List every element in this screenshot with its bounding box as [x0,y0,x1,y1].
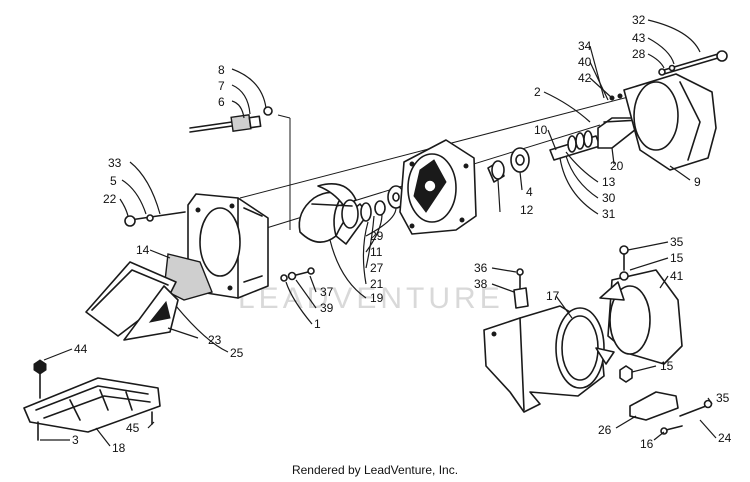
callout-12: 12 [520,203,534,217]
callout-20: 20 [610,159,624,173]
callout-22: 22 [103,192,117,206]
hardware-15-lower [619,365,633,383]
callout-23: 23 [208,333,222,347]
callout-25: 25 [230,346,244,360]
callout-30: 30 [602,191,616,205]
callout-4: 4 [526,185,533,199]
callout-27: 27 [370,261,384,275]
hardware-36-38 [513,268,529,309]
callout-39: 39 [320,301,334,315]
callout-5: 5 [110,174,117,188]
long-bolt-part [658,50,728,76]
nozzle-housing-part [609,73,717,171]
callout-38: 38 [474,277,488,291]
callout-13: 13 [602,175,616,189]
pump-housing-part [399,139,477,235]
callout-36: 36 [474,261,488,275]
callout-16: 16 [640,437,654,451]
callout-29: 29 [370,229,384,243]
footer-credit: Rendered by LeadVenture, Inc. [291,463,459,477]
impeller-part [298,183,369,245]
callout-9: 9 [694,175,701,189]
callout-35-top: 35 [670,235,684,249]
callout-44: 44 [74,342,88,356]
bolt-washer-part [280,267,315,282]
callout-21: 21 [370,277,384,291]
callout-18: 18 [112,441,126,455]
callout-40: 40 [578,55,592,69]
ride-plate-part [23,359,161,441]
bearing-parts [487,147,530,183]
callout-41: 41 [670,269,684,283]
callout-8: 8 [218,63,225,77]
callout-31: 31 [602,207,616,221]
callout-28: 28 [632,47,646,61]
callout-7: 7 [218,79,225,93]
steering-nozzle-part [595,269,683,365]
callout-labels: 8 7 6 33 5 22 14 23 25 44 3 18 45 37 39 … [72,13,732,455]
callout-17: 17 [546,289,560,303]
callout-45: 45 [126,421,140,435]
callout-10: 10 [534,123,548,137]
callout-11: 11 [370,245,383,259]
leader-lines [40,19,717,447]
tie-bracket-part [629,391,713,435]
callout-2: 2 [534,85,541,99]
callout-15-lower: 15 [660,359,674,373]
watermark-text: LEADVENTURE [238,282,504,315]
pickup-cable-part [189,106,273,133]
callout-24: 24 [718,431,732,445]
callout-1: 1 [314,317,321,331]
callout-3: 3 [72,433,79,447]
callout-37: 37 [320,285,334,299]
callout-35-lower: 35 [716,391,730,405]
callout-14: 14 [136,243,150,257]
callout-32: 32 [632,13,646,27]
drive-shaft-part [549,130,601,161]
callout-33: 33 [108,156,122,170]
intake-grate-part [85,261,179,341]
hardware-35-15-top [619,245,629,281]
callout-42: 42 [578,71,592,85]
callout-6: 6 [218,95,225,109]
callout-15-top: 15 [670,251,684,265]
callout-43: 43 [632,31,646,45]
stud-bolt-part [124,211,186,227]
callout-34: 34 [578,39,592,53]
steering-housing-part [483,305,605,413]
callout-19: 19 [370,291,384,305]
callout-26: 26 [598,423,612,437]
